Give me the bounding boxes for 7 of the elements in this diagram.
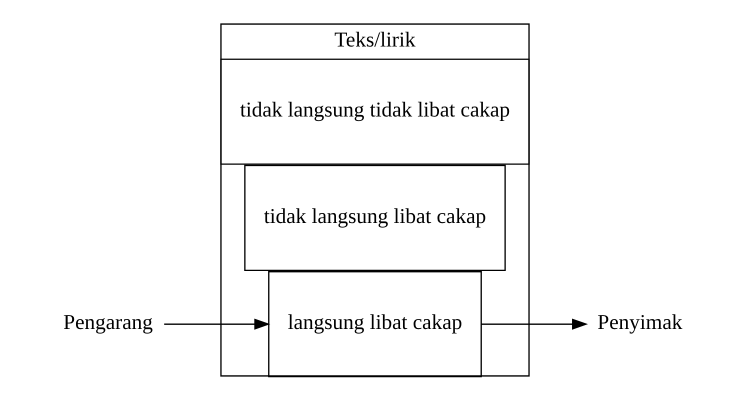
node-box: tidak langsung tidak libat cakap (220, 58, 530, 165)
node-box: tidak langsung libat cakap (244, 164, 506, 272)
node-text: Penyimak (597, 310, 682, 334)
node-text: Pengarang (63, 310, 153, 334)
arrow (481, 318, 588, 330)
node-box: langsung libat cakap (268, 271, 482, 378)
arrow (164, 318, 270, 330)
